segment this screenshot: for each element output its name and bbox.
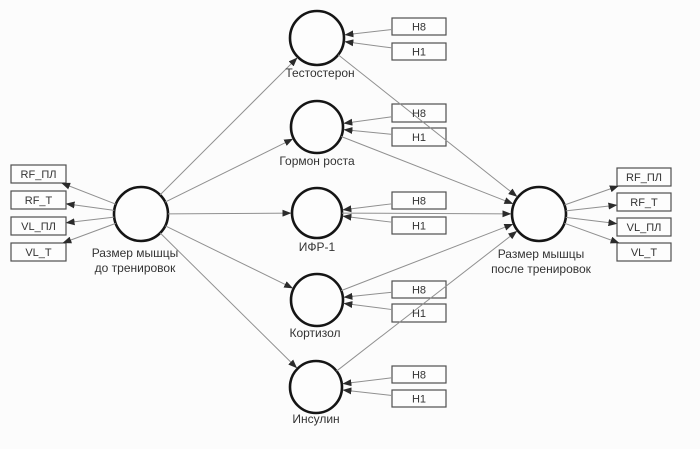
indicator-t-h8-box bbox=[391, 17, 447, 36]
indicator-rf-t-post-label: RF_T bbox=[630, 197, 658, 209]
indicator-rf-pl-post-label: RF_ПЛ bbox=[626, 172, 662, 184]
indicator-vl-t-pre-label: VL_T bbox=[25, 247, 52, 259]
indicator-rf-t-pre-box bbox=[10, 190, 67, 210]
latent-pre-label-line-1: до тренировок bbox=[95, 261, 176, 275]
edge-pre-to-rf-pl-pre bbox=[61, 182, 117, 205]
edge-post-to-vl-pl-post bbox=[565, 216, 618, 227]
indicator-rf-pl-pre-label: RF_ПЛ bbox=[21, 169, 57, 181]
indicator-rf-t-pre-label: RF_T bbox=[25, 195, 53, 207]
diagram-edges bbox=[61, 29, 620, 396]
indicator-vl-t-post-box bbox=[616, 242, 672, 262]
latent-pre-node bbox=[112, 185, 170, 243]
indicator-rf-pl-pre-box bbox=[10, 164, 67, 184]
latent-insulin-label-line-0: Инсулин bbox=[292, 412, 339, 426]
indicator-ins-h8-box bbox=[391, 365, 447, 384]
diagram-shapes bbox=[10, 9, 672, 415]
latent-testosterone-label-line-0: Тестостерон bbox=[285, 66, 354, 80]
edge-ins-h1-to-insulin bbox=[342, 387, 393, 396]
indicator-igf-h8-label: Н8 bbox=[412, 196, 426, 208]
indicator-ins-h8-label: Н8 bbox=[412, 370, 426, 382]
indicator-vl-t-post-label: VL_T bbox=[631, 247, 658, 259]
indicator-gr-h1-label: Н1 bbox=[412, 132, 426, 144]
latent-pre-label-line-0: Размер мышцы bbox=[92, 246, 179, 260]
latent-igf1-label-line-0: ИФР-1 bbox=[299, 240, 336, 254]
indicator-vl-pl-pre-box bbox=[10, 216, 67, 236]
edge-pre-to-vl-t-pre bbox=[62, 222, 116, 244]
indicator-cor-h1-label: Н1 bbox=[412, 308, 426, 320]
edge-post-to-vl-t-post bbox=[564, 222, 620, 244]
indicator-rf-t-post-box bbox=[616, 192, 672, 212]
edge-igf-h1-to-igf1 bbox=[342, 213, 393, 223]
indicator-gr-h8-label: Н8 bbox=[412, 108, 426, 120]
edge-pre-to-vl-pl-pre bbox=[65, 216, 115, 226]
edge-growth-hormone-to-post bbox=[341, 136, 514, 205]
indicator-vl-pl-post-box bbox=[616, 217, 672, 237]
edge-gr-h1-to-growth-hormone bbox=[343, 126, 393, 135]
latent-growth-hormone-node bbox=[289, 99, 345, 155]
edge-cortisol-to-post bbox=[341, 223, 514, 292]
latent-post-label-line-0: Размер мышцы bbox=[498, 247, 585, 261]
edge-insulin-to-post bbox=[336, 230, 518, 372]
indicator-t-h1-label: Н1 bbox=[412, 47, 426, 59]
edge-igf1-to-post bbox=[341, 210, 512, 218]
latent-insulin-node bbox=[288, 359, 344, 415]
latent-cortisol-node bbox=[289, 272, 345, 328]
latent-cortisol-label-line-0: Кортизол bbox=[289, 326, 340, 340]
indicator-igf-h1-box bbox=[391, 216, 447, 235]
indicator-vl-pl-pre-label: VL_ПЛ bbox=[21, 221, 56, 233]
indicator-vl-pl-post-label: VL_ПЛ bbox=[627, 222, 662, 234]
indicator-cor-h8-box bbox=[391, 280, 447, 299]
edge-testosterone-to-post bbox=[337, 54, 518, 197]
edge-ins-h8-to-insulin bbox=[342, 377, 393, 387]
edge-pre-to-insulin bbox=[159, 232, 298, 369]
edge-pre-to-testosterone bbox=[159, 57, 298, 196]
latent-igf1-node bbox=[290, 186, 344, 240]
edge-t-h8-to-testosterone bbox=[344, 29, 393, 38]
latent-post-label-line-1: после тренировок bbox=[491, 262, 592, 276]
diagram-labels: RF_ПЛRF_TVL_ПЛVL_TН8Н1Н8Н1Н8Н1Н8Н1Н8Н1RF… bbox=[21, 22, 662, 427]
indicator-t-h8-label: Н8 bbox=[412, 22, 426, 34]
indicator-igf-h8-box bbox=[391, 191, 447, 210]
edge-igf-h8-to-igf1 bbox=[342, 203, 393, 213]
latent-testosterone-node bbox=[288, 9, 346, 67]
indicator-igf-h1-label: Н1 bbox=[412, 221, 426, 233]
edge-post-to-rf-pl-post bbox=[564, 185, 619, 206]
indicator-cor-h8-label: Н8 bbox=[412, 285, 426, 297]
edge-pre-to-igf1 bbox=[167, 209, 292, 217]
latent-growth-hormone-label-line-0: Гормон роста bbox=[279, 154, 355, 168]
indicator-t-h1-box bbox=[391, 42, 447, 61]
indicator-ins-h1-box bbox=[391, 389, 447, 408]
edge-pre-to-cortisol bbox=[165, 225, 294, 289]
latent-post-node bbox=[510, 185, 568, 243]
edge-pre-to-rf-t-pre bbox=[65, 201, 115, 211]
indicator-gr-h1-box bbox=[391, 127, 447, 147]
edge-cor-h1-to-cortisol bbox=[343, 301, 393, 311]
indicator-ins-h1-label: Н1 bbox=[412, 394, 426, 406]
edge-gr-h8-to-growth-hormone bbox=[343, 116, 393, 126]
indicator-rf-pl-post-box bbox=[616, 167, 672, 187]
indicator-vl-t-pre-box bbox=[10, 242, 67, 262]
edge-cor-h8-to-cortisol bbox=[343, 291, 393, 300]
edge-t-h1-to-testosterone bbox=[344, 39, 393, 49]
edge-pre-to-growth-hormone bbox=[164, 138, 294, 203]
edge-post-to-rf-t-post bbox=[565, 202, 618, 212]
